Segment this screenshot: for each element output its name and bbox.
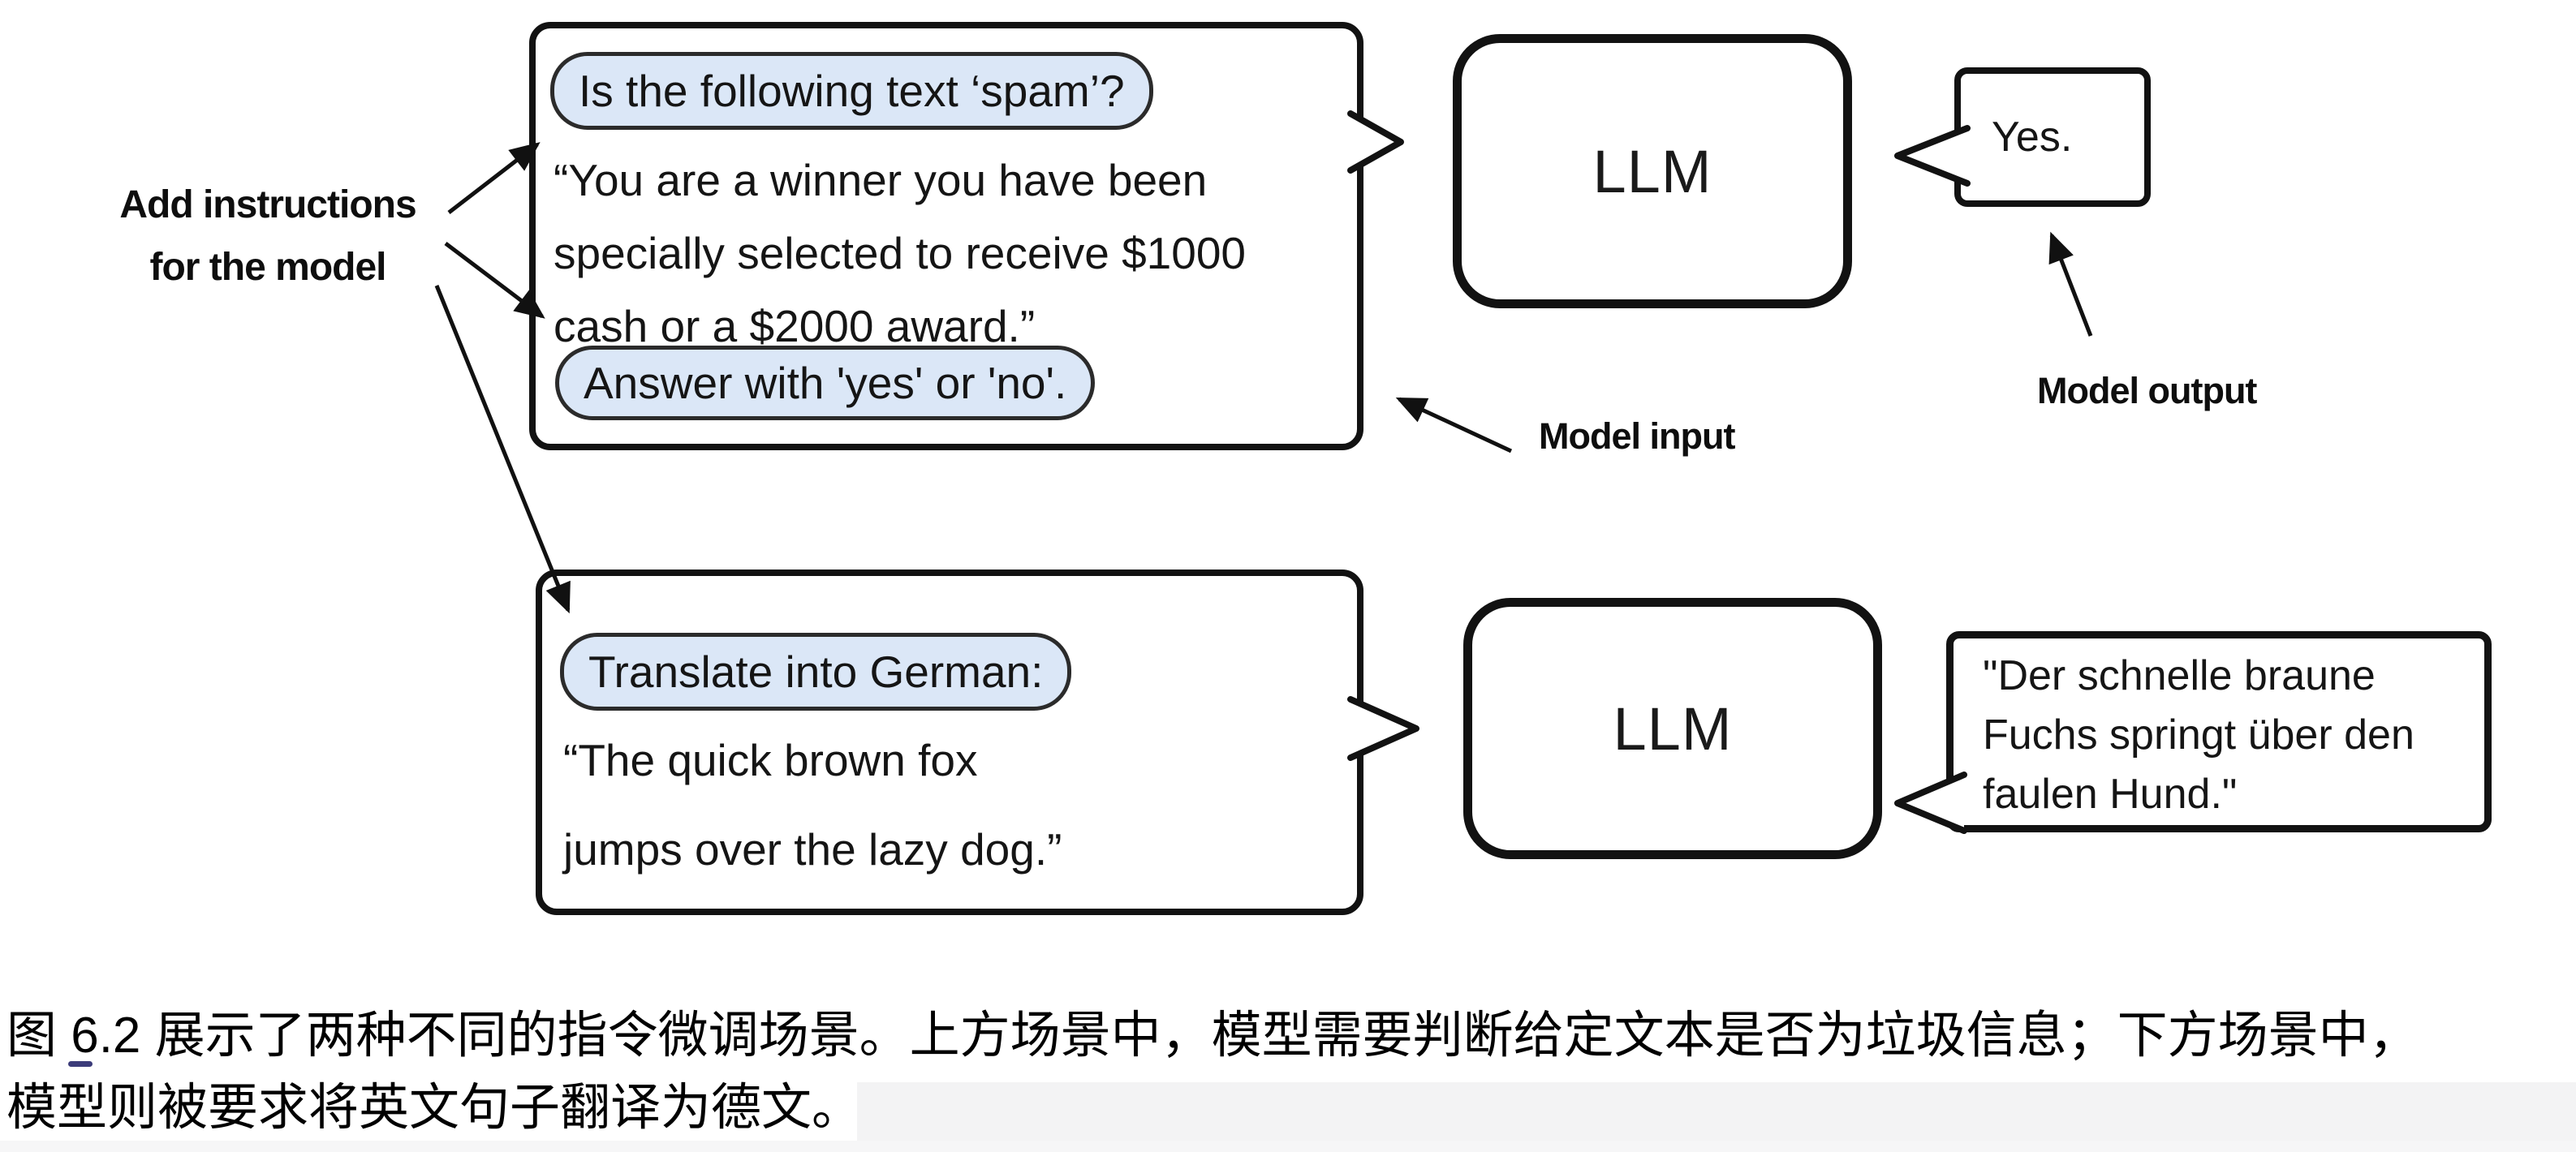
top-model-input-box: Is the following text ‘spam’? “You are a… — [529, 22, 1363, 450]
arrow-to-spam-instruction — [447, 142, 541, 214]
spam-example-text: “You are a winner you have been speciall… — [554, 155, 1247, 351]
arrow-to-answer-instruction — [444, 242, 545, 319]
caption-underline-mark — [68, 1061, 93, 1067]
output-bubble-yes: Yes. — [1954, 67, 2151, 207]
background-shade-bottom — [0, 1141, 2576, 1152]
background-shade-right — [857, 1082, 2576, 1152]
output-text-yes: Yes. — [1992, 114, 2073, 161]
arrow-model-output — [2048, 231, 2093, 337]
bottom-model-input-box: Translate into German: “The quick brown … — [536, 570, 1363, 915]
instruction-pill-spam: Is the following text ‘spam’? — [550, 52, 1153, 130]
instruction-pill-translate: Translate into German: — [560, 633, 1072, 711]
llm-label-top: LLM — [1592, 137, 1712, 205]
llm-box-top: LLM — [1453, 34, 1852, 308]
output-bubble-german: "Der schnelle braune Fuchs springt über … — [1946, 631, 2492, 832]
model-input-label: Model input — [1539, 415, 1735, 457]
output-text-german: "Der schnelle braune Fuchs springt über … — [1983, 652, 2414, 818]
translate-example-text: “The quick brown fox jumps over the lazy… — [563, 735, 1062, 875]
llm-box-bottom: LLM — [1463, 598, 1882, 859]
add-instructions-label: Add instructions for the model — [119, 183, 416, 289]
figure-caption: 图 6.2 展示了两种不同的指令微调场景。上方场景中，模型需要判断给定文本是否为… — [6, 1008, 2419, 1136]
llm-label-bottom: LLM — [1613, 694, 1733, 763]
instruction-pill-answer: Answer with 'yes' or 'no'. — [555, 346, 1096, 420]
arrow-model-input — [1395, 397, 1513, 453]
model-output-label: Model output — [2037, 370, 2257, 411]
